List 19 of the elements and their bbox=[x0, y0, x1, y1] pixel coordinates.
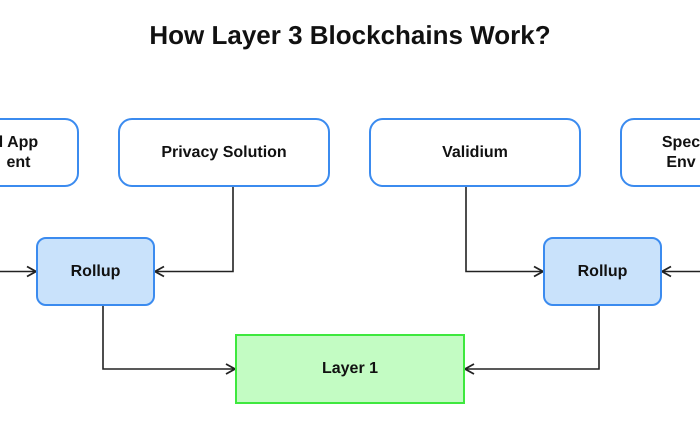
node-label: Privacy Solution bbox=[161, 142, 287, 162]
arrow bbox=[661, 266, 700, 278]
arrow bbox=[465, 187, 544, 278]
arrow bbox=[464, 306, 600, 375]
rollup-box bbox=[543, 237, 662, 306]
arrow bbox=[102, 306, 236, 375]
layer-box bbox=[235, 334, 465, 404]
node-label: Layer 1 bbox=[322, 359, 378, 379]
process-box bbox=[118, 118, 330, 187]
rollup-box bbox=[36, 237, 155, 306]
arrow bbox=[154, 187, 234, 278]
process-box bbox=[369, 118, 581, 187]
diagram-title: How Layer 3 Blockchains Work? bbox=[148, 20, 552, 51]
node-label: l App ent bbox=[0, 132, 40, 172]
arrow bbox=[0, 266, 37, 278]
node-label: Rollup bbox=[70, 262, 120, 282]
node-label: Spec Env bbox=[661, 132, 700, 172]
node-label: Rollup bbox=[578, 262, 628, 282]
node-label: Validium bbox=[442, 142, 508, 162]
